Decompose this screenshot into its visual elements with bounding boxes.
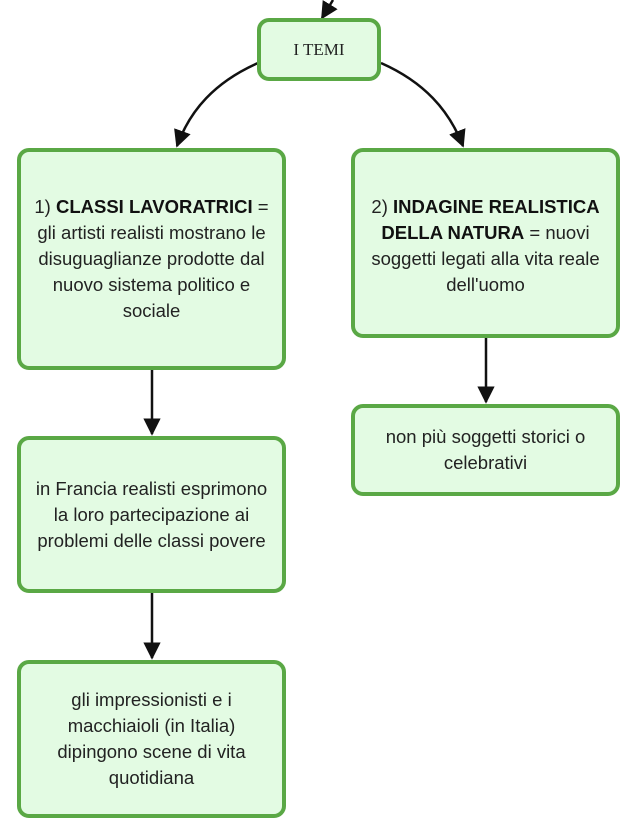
node-indagine-realistica-text: 2) INDAGINE REALISTICA DELLA NATURA = nu…: [363, 194, 608, 298]
node-indagine-realistica: 2) INDAGINE REALISTICA DELLA NATURA = nu…: [351, 148, 620, 338]
arrow-temi-to-indagine: [380, 61, 466, 148]
node-impressionisti-text: gli impressionisti e i macchiaioli (in I…: [57, 689, 246, 788]
node-non-piu-soggetti-text: non più soggetti storici o celebrativi: [385, 426, 586, 473]
node-classi-lavoratrici: 1) CLASSI LAVORATRICI = gli artisti real…: [17, 148, 286, 370]
node-i-temi-label: I TEMI: [293, 39, 345, 59]
incoming-arrow: [320, 0, 338, 20]
node-classi-heading: CLASSI LAVORATRICI: [55, 196, 253, 217]
arrow-temi-to-classi: [174, 61, 259, 148]
node-classi-lavoratrici-text: 1) CLASSI LAVORATRICI = gli artisti real…: [29, 194, 274, 324]
node-indagine-heading: INDAGINE REALISTICA DELLA NATURA: [381, 196, 600, 243]
node-classi-description: = gli artisti realisti mostrano le disug…: [37, 196, 269, 321]
node-francia-realisti-text: in Francia realisti esprimono la loro pa…: [35, 477, 268, 551]
node-francia-realisti: in Francia realisti esprimono la loro pa…: [17, 436, 286, 593]
node-non-piu-soggetti: non più soggetti storici o celebrativi: [351, 404, 620, 496]
node-classi-number: 1): [34, 196, 56, 217]
node-impressionisti: gli impressionisti e i macchiaioli (in I…: [17, 660, 286, 818]
node-indagine-number: 2): [371, 196, 393, 217]
node-i-temi: I TEMI: [257, 18, 381, 81]
node-indagine-description: = nuovi soggetti legati alla vita reale …: [371, 222, 600, 295]
